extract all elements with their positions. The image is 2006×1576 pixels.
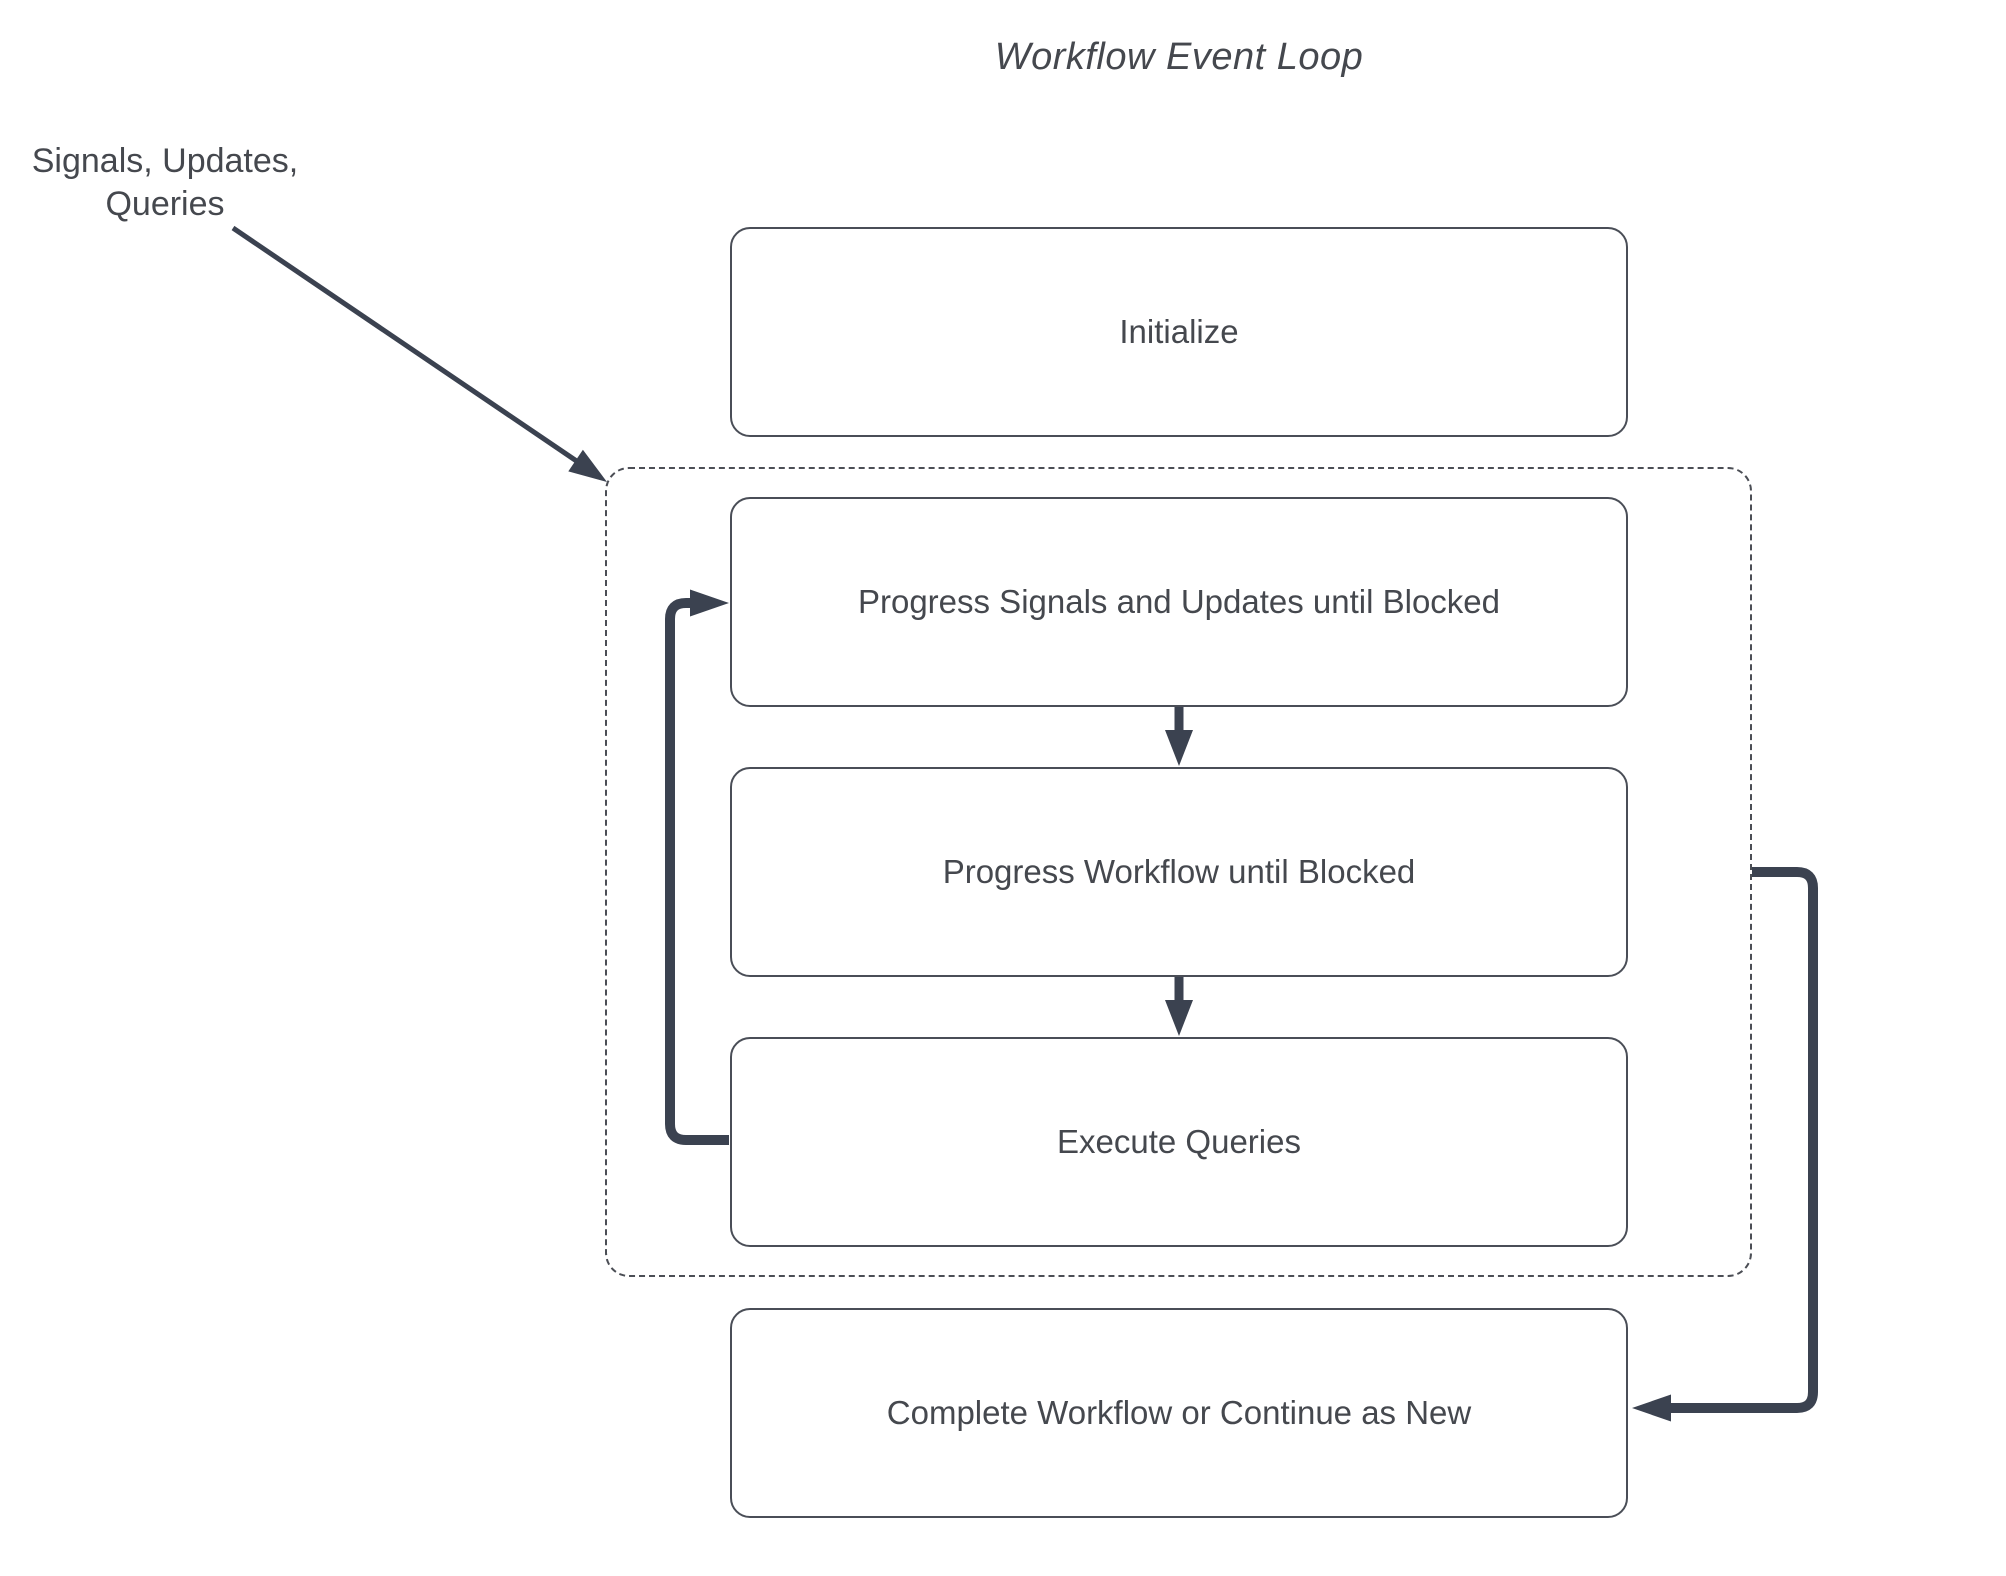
node-progress-signals-label: Progress Signals and Updates until Block…	[857, 583, 1501, 620]
diagram-title: Workflow Event Loop	[994, 36, 1364, 78]
node-complete-workflow-label: Complete Workflow or Continue as New	[886, 1394, 1472, 1431]
node-complete-workflow: Complete Workflow or Continue as New	[730, 1308, 1628, 1518]
node-initialize-label: Initialize	[1119, 313, 1239, 350]
signals-input-arrow	[231, 225, 607, 482]
node-initialize: Initialize	[730, 227, 1628, 437]
annotation-line-2: Queries	[105, 185, 225, 223]
event-loop-group-outline	[605, 467, 1752, 1277]
node-progress-signals-and-updates: Progress Signals and Updates until Block…	[730, 497, 1628, 707]
node-progress-workflow: Progress Workflow until Blocked	[730, 767, 1628, 977]
node-execute-queries-label: Execute Queries	[1057, 1123, 1301, 1160]
node-execute-queries: Execute Queries	[730, 1037, 1628, 1247]
node-progress-workflow-label: Progress Workflow until Blocked	[942, 853, 1416, 890]
annotation-line-1: Signals, Updates,	[31, 142, 299, 180]
signals-updates-queries-annotation: Signals, Updates, Queries	[15, 140, 315, 226]
